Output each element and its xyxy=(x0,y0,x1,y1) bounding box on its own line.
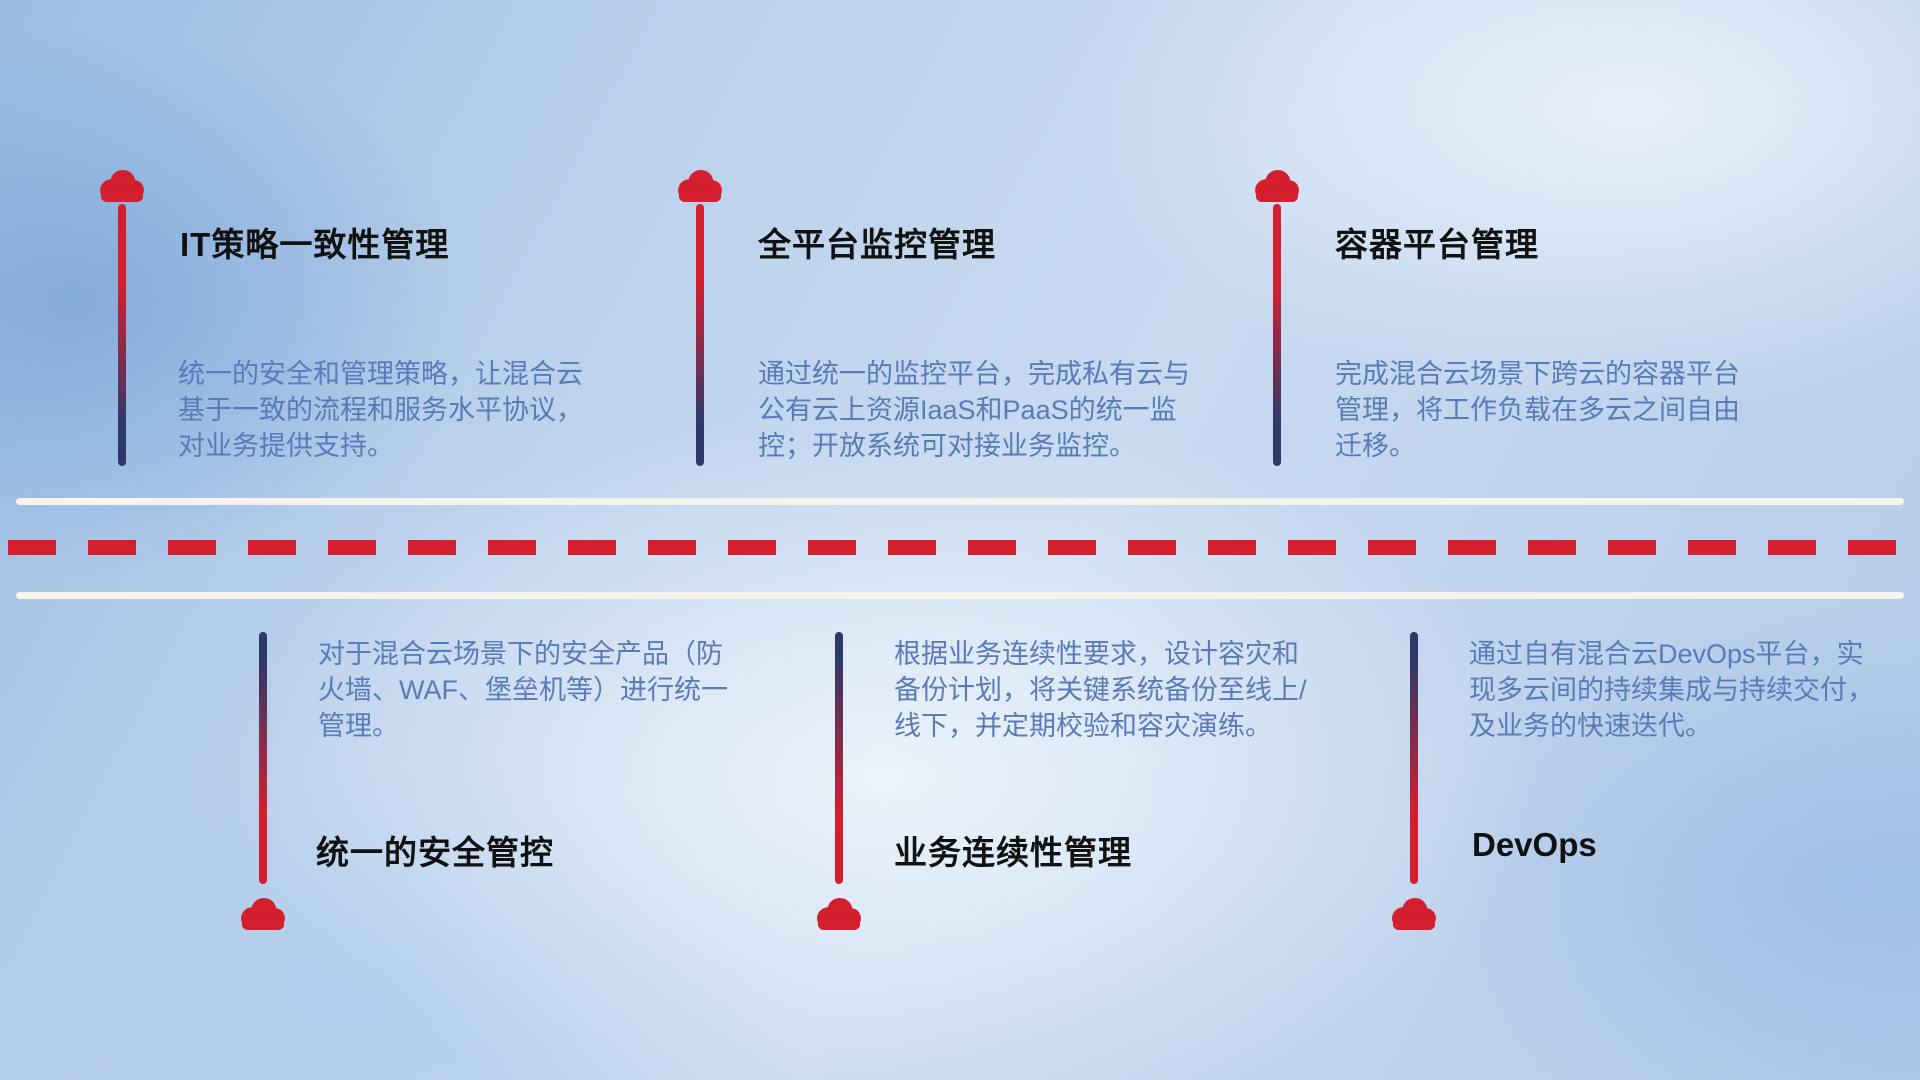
capability-description: 完成混合云场景下跨云的容器平台管理，将工作负载在多云之间自由迁移。 xyxy=(1335,359,1740,461)
capability-title: DevOps xyxy=(1472,826,1597,863)
connector-line xyxy=(1410,632,1418,884)
connector-line xyxy=(835,632,843,884)
cloud-icon xyxy=(673,166,727,211)
capability-title: 统一的安全管控 xyxy=(316,834,554,871)
cloud-icon xyxy=(1250,166,1304,211)
capability-title: 全平台监控管理 xyxy=(758,226,996,263)
capability-title: 业务连续性管理 xyxy=(894,834,1132,871)
capability-description: 通过自有混合云DevOps平台，实现多云间的持续集成与持续交付，及业务的快速迭代… xyxy=(1469,639,1874,741)
connector-line xyxy=(259,632,267,884)
cloud-icon xyxy=(1387,894,1441,939)
capability-description: 统一的安全和管理策略，让混合云基于一致的流程和服务水平协议，对业务提供支持。 xyxy=(178,359,583,461)
road-dashed-center-line xyxy=(8,540,1912,555)
capability-description: 通过统一的监控平台，完成私有云与公有云上资源IaaS和PaaS的统一监控；开放系… xyxy=(758,359,1190,461)
connector-line xyxy=(1273,204,1281,466)
connector-line xyxy=(696,204,704,466)
connector-line xyxy=(118,204,126,466)
capability-title: IT策略一致性管理 xyxy=(180,226,450,263)
capability-title: 容器平台管理 xyxy=(1335,226,1539,263)
cloud-icon xyxy=(812,894,866,939)
road-top-line xyxy=(16,498,1904,505)
road-bottom-line xyxy=(16,592,1904,599)
capability-description: 对于混合云场景下的安全产品（防火墙、WAF、堡垒机等）进行统一管理。 xyxy=(318,639,728,741)
capability-description: 根据业务连续性要求，设计容灾和备份计划，将关键系统备份至线上/线下，并定期校验和… xyxy=(894,639,1307,741)
cloud-icon xyxy=(95,166,149,211)
cloud-icon xyxy=(236,894,290,939)
